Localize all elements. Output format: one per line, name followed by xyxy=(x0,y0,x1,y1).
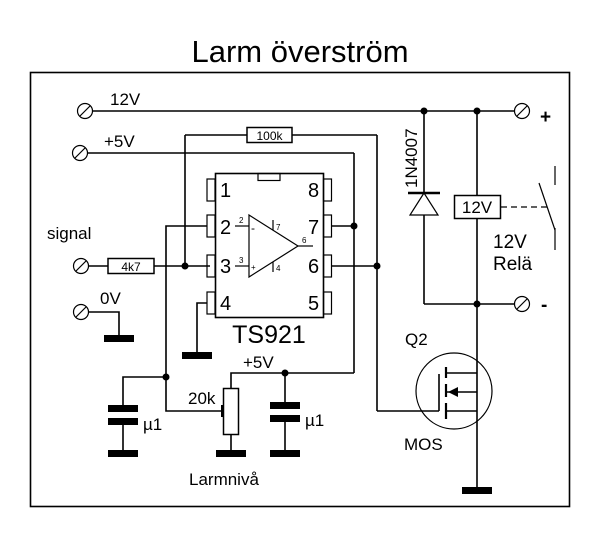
ground-icon xyxy=(182,352,212,359)
ic-pin xyxy=(322,178,333,202)
label-12v: 12V xyxy=(110,90,141,109)
label-4k7: 4k7 xyxy=(121,260,141,274)
label-cap-left: µ1 xyxy=(143,415,162,434)
terminal-12v-icon xyxy=(76,102,94,120)
rail-5v: +5V xyxy=(71,132,355,373)
label-20k: 20k xyxy=(188,389,216,408)
opamp-pin-label: 3 xyxy=(239,256,244,265)
junction-dot xyxy=(350,222,358,230)
ic-ts921: 1 2 3 4 8 7 6 5 2 3 7 4 6 - + TS921 xyxy=(206,172,333,349)
ic-name: TS921 xyxy=(232,321,306,349)
opamp-minus-sign: - xyxy=(251,221,255,235)
pot-wiper xyxy=(221,405,224,417)
label-0v: 0V xyxy=(100,289,121,308)
ic-pin xyxy=(322,214,333,238)
label-plus: + xyxy=(540,107,551,128)
capacitor-left-icon xyxy=(108,405,138,425)
opamp-pin-label: 2 xyxy=(239,216,244,225)
label-larmniva: Larmnivå xyxy=(189,470,259,489)
label-100k: 100k xyxy=(256,129,283,143)
terminal-0v-icon xyxy=(72,303,90,321)
ic-pin xyxy=(206,178,216,202)
ic-pin xyxy=(322,254,333,278)
opamp-pin-label: 7 xyxy=(276,223,281,232)
label-cap-right: µ1 xyxy=(305,411,324,430)
opamp-symbol: 2 3 7 4 6 - + xyxy=(235,213,313,279)
ic-pin-label: 1 xyxy=(220,180,231,202)
ic-pin-label: 5 xyxy=(308,293,319,315)
label-5v-pot: +5V xyxy=(243,353,274,372)
label-1n4007: 1N4007 xyxy=(402,128,421,188)
mosfet-icon xyxy=(415,352,493,430)
ic-pin xyxy=(206,291,216,315)
label-q2: Q2 xyxy=(405,330,428,349)
junction-dot xyxy=(473,300,481,308)
ground-icon xyxy=(108,450,138,457)
ic-pin xyxy=(206,254,216,278)
opamp-pin-label: 6 xyxy=(302,236,307,245)
ground-icon xyxy=(216,450,246,457)
label-relay: Relä xyxy=(493,254,533,275)
ic-notch xyxy=(257,172,281,182)
diagram-title: Larm överström xyxy=(191,34,408,69)
terminal-signal-icon xyxy=(72,257,90,275)
potentiometer-20k[interactable] xyxy=(222,387,240,436)
label-signal: signal xyxy=(47,224,91,243)
ground-icon xyxy=(270,450,300,457)
junction-dot xyxy=(181,262,189,270)
diode-icon xyxy=(408,191,440,216)
ic-pin-label: 8 xyxy=(308,180,319,202)
ic-pin xyxy=(206,214,216,238)
rail-12v: 12V xyxy=(76,90,514,120)
terminal-plus-icon xyxy=(513,102,531,120)
ic-pin xyxy=(322,291,333,315)
ic-pin-label: 4 xyxy=(220,293,231,315)
label-minus: - xyxy=(541,295,547,316)
ic-pin-label: 7 xyxy=(308,217,319,239)
ic-pin-label: 6 xyxy=(308,256,319,278)
label-relay-voltage: 12V xyxy=(493,232,527,253)
label-relay-coil: 12V xyxy=(462,198,493,217)
opamp-plus-sign: + xyxy=(251,263,256,272)
label-mos: MOS xyxy=(404,435,443,454)
schematic-border xyxy=(29,71,571,508)
capacitor-right-icon xyxy=(270,402,300,422)
relay-coil xyxy=(453,194,502,220)
terminal-5v-icon xyxy=(71,144,89,162)
relay-switch-icon xyxy=(538,166,556,250)
label-5v: +5V xyxy=(104,132,135,151)
opamp-pin-label: 4 xyxy=(276,264,281,273)
ground-icon xyxy=(104,335,134,342)
ic-pin-label: 2 xyxy=(220,217,231,239)
feedback-resistor: 100k xyxy=(184,126,378,266)
terminal-minus-icon xyxy=(513,295,531,313)
ic-pin-label: 3 xyxy=(220,256,231,278)
ground-icon xyxy=(462,487,492,494)
